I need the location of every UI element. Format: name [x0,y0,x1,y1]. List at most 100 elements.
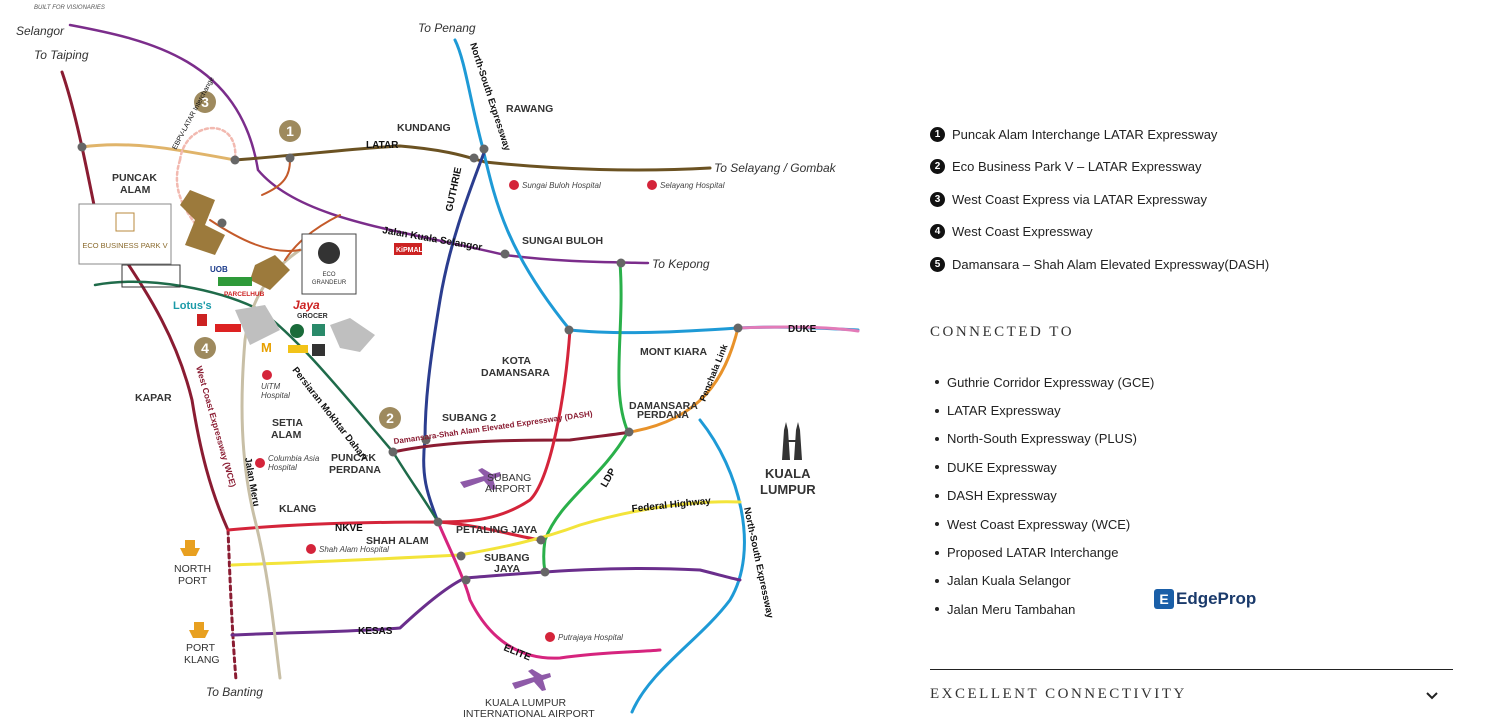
junction-dot [616,258,626,268]
connected-to-heading: CONNECTED TO [930,324,1075,340]
jnt-logo [215,324,241,332]
place-klia-1: KUALA LUMPUR [485,697,567,709]
dest-selangor: Selangor [16,24,65,38]
road-label-ldp: LDP [599,466,619,489]
place-north-port-1: NORTH [174,563,211,575]
airplane-icon [460,468,501,490]
legend-item: 3 West Coast Express via LATAR Expresswa… [930,183,1350,216]
hospital-uitm-2: Hospital [261,391,290,400]
bullet-icon [935,465,939,470]
kipmall-logo: KiPMALL [396,247,428,254]
hospital-columbia-2: Hospital [268,463,297,472]
place-kota-damansara-1: KOTA [502,355,531,367]
parcelhub-logo: PARCELHUB [224,291,265,298]
chevron-down-icon[interactable] [1424,687,1440,703]
legend-label: West Coast Express via LATAR Expressway [952,191,1208,207]
road-ebpv-interchange [178,126,237,162]
ebpv-dotted-boundary [121,264,181,288]
junction-dot [624,427,634,437]
place-kuala-lumpur-1: KUALA [765,466,811,481]
list-item: DUKE Expressway [930,453,1154,481]
place-damansara-perdana-1: DAMANSARA [629,400,698,412]
marker-4-label: 4 [201,340,209,356]
place-kundang: KUNDANG [397,122,451,134]
junction-dot [456,551,466,561]
junction-dot [217,218,227,228]
road-label-kesas: KESAS [358,626,393,637]
junction-dot [469,153,479,163]
place-mont-kiara: MONT KIARA [640,346,707,358]
accordion-divider [930,669,1453,670]
legend-number: 1 [930,126,945,142]
road-latar-west [80,143,237,162]
place-puncak-alam-1: PUNCAK [112,172,157,184]
junction-dot [564,325,574,335]
legend-number: 2 [930,159,945,175]
place-port-klang-1: PORT [186,642,216,654]
airplane-icon [512,669,551,691]
junction-dot [500,249,510,259]
legend-number: 3 [930,191,945,207]
legend-item: 2 Eco Business Park V – LATAR Expressway [930,151,1350,184]
legend-number: 5 [930,256,945,272]
place-klia-2: INTERNATIONAL AIRPORT [463,708,595,720]
subway-logo [288,345,308,353]
road-guthrie [422,148,487,524]
road-label-elite: ELITE [502,643,533,664]
bullet-icon [935,522,939,527]
marker-3 [194,91,216,113]
list-item: Jalan Kuala Selangor [930,567,1154,595]
land-parcel-grey [330,318,375,352]
hospital-icon [255,458,265,468]
legend-item: 1 Puncak Alam Interchange LATAR Expressw… [930,118,1350,151]
junction-dot [536,535,546,545]
place-damansara-perdana-2: PERDANA [637,409,689,421]
place-puncak-perdana-1: PUNCAK [331,452,376,464]
place-shah-alam: SHAH ALAM [366,535,429,547]
brand-tagline: BUILT FOR VISIONARIES [34,5,105,11]
store-logo-green [218,277,252,286]
road-latar [233,144,712,172]
legend-label: Puncak Alam Interchange LATAR Expressway [952,126,1218,142]
road-jalan-meru [240,248,302,680]
accordion-excellent-connectivity[interactable]: EXCELLENT CONNECTIVITY [930,686,1187,702]
hospital-putrajaya: Putrajaya Hospital [558,633,623,642]
dest-kepong: To Kepong [652,257,710,271]
road-label-nkve: NKVE [335,523,363,534]
hospital-shah-alam: Shah Alam Hospital [319,545,389,554]
place-klang: KLANG [279,503,316,515]
eco-grandeur-text-2: GRANDEUR [312,280,347,286]
place-setia-alam-2: ALAM [271,429,302,441]
place-setia-alam-1: SETIA [272,417,303,429]
map-legend: 1 Puncak Alam Interchange LATAR Expressw… [930,118,1350,281]
bullet-icon [935,493,939,498]
land-parcel [250,255,290,290]
junction-dot [733,323,743,333]
road-label-duke: DUKE [788,324,817,335]
marker-3-label: 3 [201,94,209,110]
starbucks-logo [290,324,304,338]
edgeprop-watermark: E EdgeProp [1154,589,1256,609]
road-label-north-south-bottom: North-South Expressway [741,506,775,619]
list-item: DASH Expressway [930,482,1154,510]
road-label-federal: Federal Highway [631,496,712,515]
ebpv-logo-mark [115,212,135,232]
hospital-icon [262,370,272,380]
junction-dot [230,155,240,165]
marker-2 [379,407,401,429]
bullet-icon [935,550,939,555]
bullet-icon [935,408,939,413]
road-north-south-bottom [630,418,746,714]
road-dash [391,430,632,454]
road-label-wce: West Coast Expressway (WCE) [194,365,238,489]
list-item: LATAR Expressway [930,396,1154,424]
junction-dot [540,567,550,577]
ship-icon [189,622,209,638]
place-north-port-2: PORT [178,575,208,587]
store-logo [312,324,325,336]
junction-dot [388,447,398,457]
hospital-icon [545,632,555,642]
legend-label: Damansara – Shah Alam Elevated Expresswa… [952,256,1270,272]
marker-2-label: 2 [386,410,394,426]
legend-label: West Coast Expressway [952,224,1093,240]
